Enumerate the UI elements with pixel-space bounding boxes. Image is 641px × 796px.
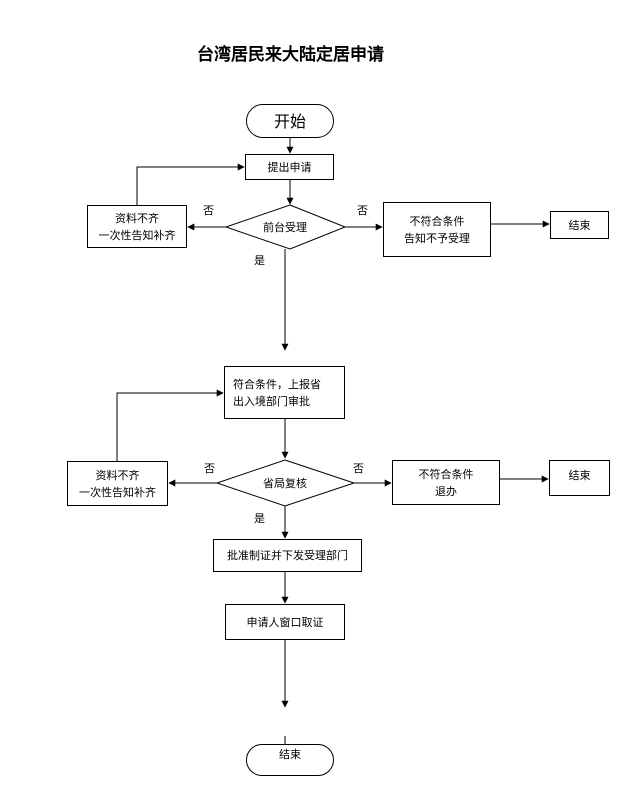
front-desk-label-box: 前台受理 <box>245 218 325 236</box>
docs-incomplete-label-1: 资料不齐 一次性告知补齐 <box>98 211 176 242</box>
no-label-left-1: 否 <box>203 204 214 217</box>
end-label-1: 结束 <box>568 218 591 232</box>
pickup-box: 申请人窗口取证 <box>225 604 345 640</box>
provincial-review-label-box: 省局复核 <box>245 474 325 492</box>
final-end-label: 结束 <box>279 748 301 761</box>
end-label-2: 结束 <box>568 469 591 482</box>
approve-issue-label: 批准制证并下发受理部门 <box>227 549 348 562</box>
front-desk-diamond <box>224 204 347 250</box>
no-label-right-2: 否 <box>353 462 364 475</box>
submit-application-box: 提出申请 <box>245 154 334 180</box>
no-label-right-1: 否 <box>357 204 368 217</box>
page-title: 台湾居民来大陆定居申请 <box>0 40 641 65</box>
provincial-review-label: 省局复核 <box>263 476 307 490</box>
not-qualified-label-2: 不符合条件 退办 <box>418 467 474 498</box>
no-label-left-2: 否 <box>204 462 215 475</box>
start-terminal: 开始 <box>246 104 334 138</box>
not-qualified-box-1: 不符合条件 告知不予受理 <box>383 202 491 257</box>
yes-label-2: 是 <box>254 512 265 525</box>
edge-docs1-submit <box>136 163 245 205</box>
end-box-1: 结束 <box>550 211 609 239</box>
yes-label-1: 是 <box>254 254 265 267</box>
title-text: 台湾居民来大陆定居申请 <box>197 45 384 65</box>
qualified-report-label: 符合条件，上报省 出入境部门审批 <box>233 377 321 408</box>
not-qualified-box-2: 不符合条件 退办 <box>392 460 500 505</box>
not-qualified-label-1: 不符合条件 告知不予受理 <box>404 214 470 245</box>
docs-incomplete-box-2: 资料不齐 一次性告知补齐 <box>67 461 168 506</box>
approve-issue-box: 批准制证并下发受理部门 <box>213 539 362 572</box>
front-desk-label: 前台受理 <box>263 220 307 234</box>
start-label: 开始 <box>273 111 306 131</box>
end-box-2: 结束 <box>549 460 610 496</box>
final-end-terminal: 结束 <box>246 744 334 776</box>
qualified-report-box: 符合条件，上报省 出入境部门审批 <box>224 366 345 419</box>
docs-incomplete-label-2: 资料不齐 一次性告知补齐 <box>79 468 156 499</box>
docs-incomplete-box-1: 资料不齐 一次性告知补齐 <box>87 205 187 248</box>
submit-label: 提出申请 <box>267 160 312 174</box>
edge-docs2-report <box>116 389 224 461</box>
pickup-label: 申请人窗口取证 <box>246 615 324 629</box>
